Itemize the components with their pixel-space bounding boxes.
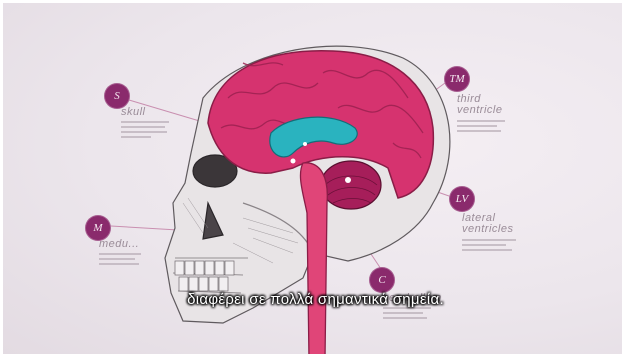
lateral-ventricles-title-line2: ventricles [462, 224, 513, 235]
skull-title: skull [121, 107, 146, 118]
medulla-title: medu... [99, 239, 139, 250]
medulla-description [99, 253, 143, 268]
third-ventricle-description [457, 120, 507, 135]
lateral-ventricles-badge: LV [449, 186, 475, 212]
skull-badge-text: S [114, 90, 120, 102]
third-ventricle-badge-text: TM [449, 73, 464, 85]
cerebellum-badge-text: C [378, 274, 385, 286]
skull-description [121, 121, 171, 141]
third-ventricle-badge: TM [444, 66, 470, 92]
cerebellum-badge: C [369, 267, 395, 293]
subtitle-caption: διαφέρει σε πολλά σημαντικά σημεία. [3, 291, 625, 308]
medulla-leader-line [111, 226, 178, 230]
medulla-badge-text: M [93, 222, 102, 234]
lateral-ventricles-description [462, 239, 518, 254]
third-ventricle-title-line2: ventricle [457, 105, 502, 116]
lateral-ventricles-title: lateral ventricles [462, 213, 513, 235]
lateral-ventricles-badge-text: LV [456, 193, 468, 205]
cerebellum-shape [321, 161, 381, 209]
third-ventricle-title: third ventricle [457, 94, 502, 116]
cerebellum-description [383, 307, 433, 322]
